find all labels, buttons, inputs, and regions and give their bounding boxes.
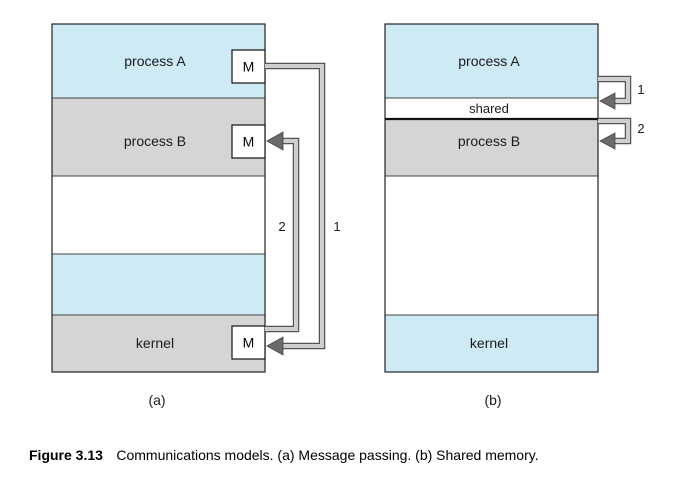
panel-b-sublabel: (b) [484, 392, 501, 408]
message-box-process-a: M [231, 49, 266, 84]
message-box-kernel: M [231, 325, 266, 360]
panel-a-region-kernel [52, 315, 265, 372]
panel-a-region-blue [52, 254, 265, 315]
figure-caption: Figure 3.13 Communications models. (a) M… [29, 447, 539, 464]
panel-a-label-process-a: process A [124, 53, 186, 69]
panel-b-region-process-b [385, 119, 598, 176]
panel-a-label-process-b: process B [124, 133, 186, 149]
panel-a-message-passing: process A process B kernel M M M [51, 23, 341, 408]
panel-b-shared-memory: process A shared process B kernel 1 2 (b… [384, 23, 645, 408]
panel-a-region-empty [52, 176, 265, 254]
panel-b-region-empty [385, 176, 598, 315]
panel-b-label-shared: shared [469, 101, 509, 116]
panel-b-arrow-label-1: 1 [637, 82, 644, 97]
panel-b-region-shared [385, 98, 598, 119]
panel-a-sublabel: (a) [148, 392, 165, 408]
figure-label: Figure 3.13 [29, 447, 103, 463]
panel-b-label-process-a: process A [458, 53, 520, 69]
message-box-process-b: M [231, 124, 266, 159]
panel-a-arrow-label-1: 1 [333, 219, 340, 234]
message-box-kernel-label: M [243, 335, 255, 351]
panel-b-arrow-1-process-a-to-shared [598, 75, 632, 110]
panel-b-arrow-2-shared-to-process-b [598, 117, 632, 150]
message-box-process-b-label: M [243, 134, 255, 150]
panel-a-separators [52, 97, 265, 316]
panel-b-separators [385, 97, 598, 316]
figure-caption-text: Communications models. (a) Message passi… [116, 447, 538, 463]
panel-a-region-process-a [52, 24, 265, 98]
panel-a-label-kernel: kernel [136, 335, 174, 351]
panel-b-region-process-a [385, 24, 598, 98]
panel-b-label-process-b: process B [458, 133, 520, 149]
panel-b-border [384, 23, 599, 373]
panel-a-border [51, 23, 266, 373]
panel-b-region-kernel [385, 315, 598, 372]
panel-a-region-process-b [52, 98, 265, 176]
panel-b-arrow-label-2: 2 [637, 121, 644, 136]
message-box-process-a-label: M [243, 59, 255, 75]
arrow-2-kernel-to-process-b [265, 131, 300, 333]
panel-a-arrow-label-2: 2 [278, 219, 285, 234]
arrow-1-process-a-to-kernel [265, 62, 326, 356]
panel-b-label-kernel: kernel [470, 335, 508, 351]
